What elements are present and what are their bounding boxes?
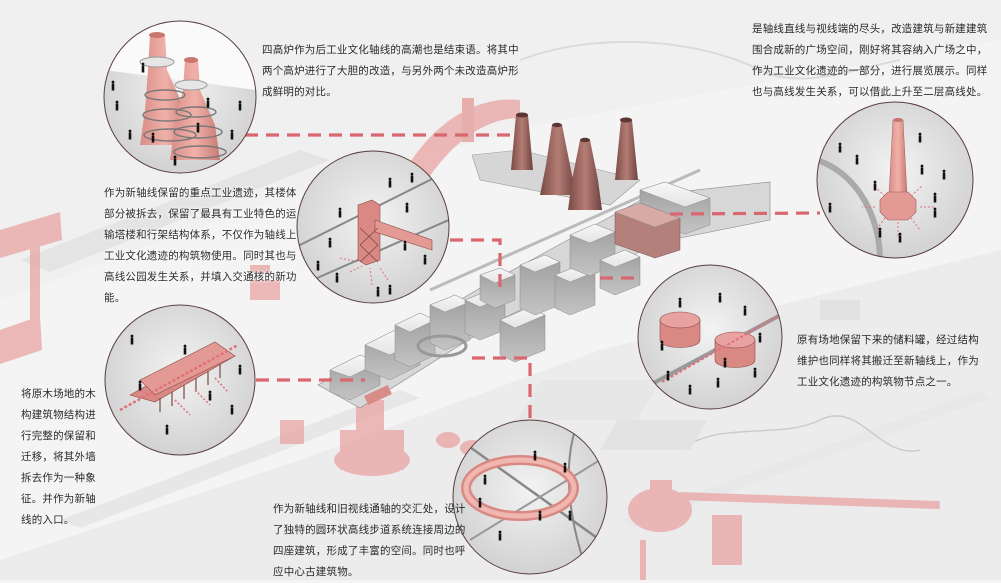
- person-figure: [115, 100, 119, 111]
- person-figure: [328, 237, 332, 248]
- leader-chimney: [669, 211, 821, 216]
- person-figure: [316, 260, 320, 271]
- caption-text: 作为新轴线和旧视线通轴的交汇处，设计了独特的圆环状高线步道系统连接周边的四座建筑…: [273, 503, 466, 578]
- person-figure: [141, 62, 145, 73]
- person-figure: [165, 424, 169, 435]
- person-figure: [743, 305, 747, 316]
- person-figure: [568, 510, 572, 521]
- person-figure: [376, 286, 380, 297]
- person-figure: [855, 154, 859, 165]
- detail-circle-timber-hall: [104, 304, 256, 456]
- person-figure: [678, 297, 682, 308]
- central-axis-site: [317, 112, 771, 409]
- person-figure: [716, 377, 720, 388]
- caption-transport-tower: 作为新轴线保留的重点工业遗迹，其楼体部分被拆去，保留了最具有工业特色的运输塔楼和…: [104, 183, 300, 309]
- people-figures: [111, 62, 946, 541]
- person-figure: [688, 384, 692, 395]
- person-figure: [838, 142, 842, 153]
- detail-circle-storage-tanks: [637, 264, 783, 410]
- person-figure: [942, 169, 946, 180]
- caption-storage-tanks: 原有场地保留下来的储料罐，经过结构维护也同样将其搬迁至新轴线上，作为工业文化遗迹…: [797, 330, 985, 393]
- person-figure: [128, 129, 132, 140]
- leader-lines: [235, 133, 821, 420]
- axis-buildings: [329, 181, 711, 401]
- person-figure: [933, 207, 937, 218]
- person-figure: [338, 207, 342, 218]
- person-figure: [423, 254, 427, 265]
- person-figure: [563, 462, 567, 473]
- person-figure: [533, 450, 537, 461]
- person-figure: [230, 404, 234, 415]
- caption-text: 四高炉作为后工业文化轴线的高潮也是结束语。将其中两个高炉进行了大胆的改造，与另外…: [262, 44, 519, 98]
- caption-text: 作为新轴线保留的重点工业遗迹，其楼体部分被拆去，保留了最具有工业特色的运输塔楼和…: [104, 187, 297, 304]
- person-figure: [758, 332, 762, 343]
- person-figure: [238, 100, 242, 111]
- leader-transport-tower: [450, 238, 502, 290]
- person-figure: [405, 202, 409, 213]
- person-figure: [933, 192, 937, 203]
- caption-ring-walkway: 作为新轴线和旧视线通轴的交汇处，设计了独特的圆环状高线步道系统连接周边的四座建筑…: [273, 499, 471, 583]
- person-figure: [138, 380, 142, 391]
- person-figure: [753, 367, 757, 378]
- person-figure: [111, 80, 115, 91]
- person-figure: [918, 132, 922, 143]
- caption-text: 将原木场地的木构建筑物结构进行完整的保留和迁移，将其外墙拆去作为一种象征。并作为…: [21, 388, 96, 526]
- person-figure: [898, 232, 902, 243]
- person-figure: [403, 240, 407, 251]
- person-figure: [196, 122, 200, 133]
- person-figure: [230, 129, 234, 140]
- person-figure: [498, 530, 502, 541]
- person-figure: [183, 344, 187, 355]
- person-figure: [666, 370, 670, 381]
- person-figure: [173, 155, 177, 166]
- caption-text: 是轴线直线与视线端的尽头，改造建筑与新建建筑围合成新的广场空间，刚好将其容纳入广…: [752, 23, 988, 98]
- ghost-structures: [0, 98, 940, 580]
- person-figure: [538, 510, 542, 521]
- detail-circle-chimney: [816, 101, 974, 259]
- person-figure: [388, 284, 392, 295]
- caption-timber-hall: 将原木场地的木构建筑物结构进行完整的保留和迁移，将其外墙拆去作为一种象征。并作为…: [21, 384, 101, 531]
- detail-circle-ring-walkway: [452, 419, 608, 575]
- person-figure: [920, 164, 924, 175]
- person-figure: [483, 474, 487, 485]
- detail-circle-transport-tower: [296, 150, 450, 304]
- person-figure: [723, 357, 727, 368]
- caption-text: 原有场地保留下来的储料罐，经过结构维护也同样将其搬迁至新轴线上，作为工业文化遗迹…: [797, 334, 979, 388]
- person-figure: [238, 364, 242, 375]
- person-figure: [206, 97, 210, 108]
- person-figure: [828, 202, 832, 213]
- caption-blast-furnaces: 四高炉作为后工业文化轴线的高潮也是结束语。将其中两个高炉进行了大胆的改造，与另外…: [262, 40, 524, 103]
- person-figure: [478, 497, 482, 508]
- caption-chimney: 是轴线直线与视线端的尽头，改造建筑与新建建筑围合成新的广场空间，刚好将其容纳入广…: [752, 19, 990, 103]
- person-figure: [660, 340, 664, 351]
- person-figure: [878, 227, 882, 238]
- blast-furnace-stacks: [511, 112, 638, 210]
- person-figure: [208, 390, 212, 401]
- person-figure: [410, 172, 414, 183]
- person-figure: [873, 180, 877, 191]
- person-figure: [130, 334, 134, 345]
- person-figure: [151, 132, 155, 143]
- ring-walkway-mini: [416, 334, 468, 358]
- detail-circle-blast-furnaces: [103, 20, 257, 174]
- person-figure: [388, 177, 392, 188]
- person-figure: [718, 292, 722, 303]
- person-figure: [335, 272, 339, 283]
